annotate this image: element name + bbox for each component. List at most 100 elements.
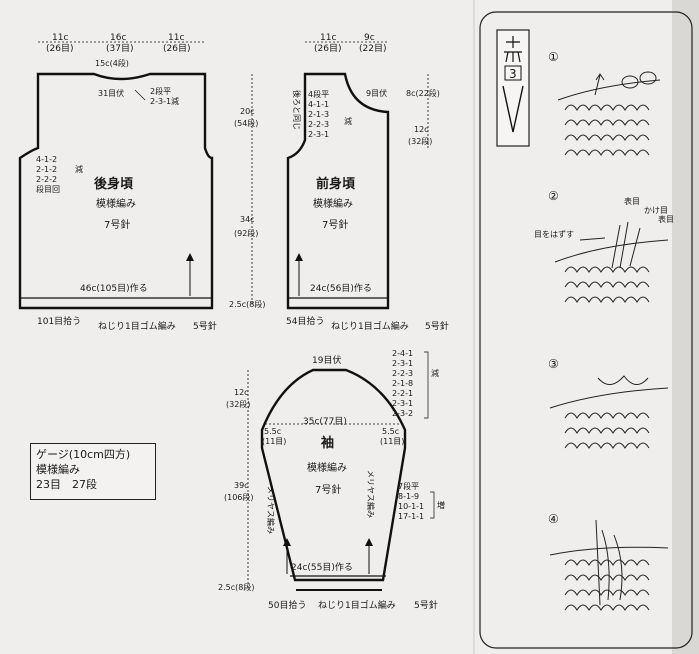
- front-outline: [286, 72, 390, 310]
- sleeve-inc-2: 8-1-9: [398, 492, 419, 501]
- back-arm-note: 段目回: [36, 184, 60, 194]
- gauge-box: ゲージ(10cm四方) 模様編み 23目 27段: [30, 443, 156, 500]
- back-outline: [18, 72, 214, 310]
- sleeve-needle: 7号針: [315, 483, 341, 496]
- step-1-number: ①: [548, 50, 559, 64]
- front-needle: 7号針: [322, 218, 348, 231]
- sleeve-cast-on: 24c(55目)作る: [291, 561, 353, 573]
- gauge-title: ゲージ(10cm四方): [36, 448, 131, 461]
- gauge-values: 23目 27段: [36, 478, 97, 491]
- sleeve-pattern: 模様編み: [307, 461, 347, 474]
- front-piece: 11c (26目) 9c (22目) 後ろと同じ 4段平 4-1-1 2-1-3…: [286, 33, 449, 332]
- sleeve-cap-dec-7: 2-3-2: [392, 409, 413, 418]
- front-neck-dec-2: 4-1-1: [308, 100, 329, 109]
- front-neck-dec-1: 4段平: [308, 89, 329, 99]
- step-2-label-3: 表目: [658, 214, 674, 224]
- sleeve-side-right-st: (11目): [380, 437, 404, 446]
- sleeve-inc-3: 10-1-1: [398, 502, 424, 511]
- sleeve-cap-dec-suffix: 減: [431, 368, 439, 378]
- front-top-st-2: (22目): [359, 43, 386, 54]
- front-neck-height-1: 8c(22段): [406, 88, 440, 98]
- step-4-illustration-icon: [549, 519, 669, 611]
- front-cast-on: 24c(56目)作る: [310, 282, 372, 294]
- back-neck-bindoff: 31目伏: [98, 88, 124, 98]
- front-top-width-2: 9c: [364, 33, 375, 43]
- sleeve-cap-bracket: [424, 351, 429, 419]
- front-top-width-1: 11c: [320, 33, 336, 43]
- front-neck-height-2: 12c: [414, 125, 429, 134]
- step-3-illustration-icon: [549, 375, 669, 449]
- step-3-number: ③: [548, 357, 559, 371]
- sleeve-inc-4: 17-1-1: [398, 512, 424, 521]
- front-arrow-head: [295, 253, 303, 261]
- sleeve-side-pattern-right: メリヤス編み: [366, 470, 376, 518]
- front-ribbing: ねじり1目ゴム編み: [331, 320, 409, 332]
- instructions-frame: [479, 11, 693, 649]
- step-2-label-2: かけ目: [644, 206, 668, 215]
- sleeve-cap-dec-4: 2-1-8: [392, 379, 413, 388]
- sleeve-cap-dec-1: 2-4-1: [392, 349, 413, 358]
- front-pickup: 54目拾う: [286, 315, 324, 327]
- sleeve-outline: [260, 368, 407, 582]
- front-neck-dec-5: 2-3-1: [308, 130, 329, 139]
- sleeve-title: 袖: [321, 435, 334, 451]
- back-height-1: 20c: [240, 107, 255, 116]
- sleeve-pickup: 50目拾う: [268, 599, 306, 611]
- symbol-key-box: [496, 29, 530, 147]
- sleeve-body-height: 39c: [234, 481, 249, 490]
- step-2-illustration-icon: [554, 221, 669, 303]
- back-top-width-2: 16c: [110, 33, 126, 43]
- step-1-illustration-icon: [557, 71, 661, 156]
- step-4-number: ④: [548, 512, 559, 526]
- sleeve-width: 35c(77目): [303, 416, 347, 427]
- sleeve-left-arrow-head: [283, 538, 291, 546]
- back-piece: 11c (26目) 16c (37目) 11c (26目) 15c(4段) 31…: [18, 33, 265, 332]
- sleeve-ribbing-needle: 5号針: [414, 599, 438, 611]
- sleeve-right-arrow-head: [365, 538, 373, 546]
- sleeve-cap-dec-2: 2-3-1: [392, 359, 413, 368]
- sleeve-cap-dec-5: 2-2-1: [392, 389, 413, 398]
- sleeve-side-left-st: (11目): [262, 437, 286, 446]
- front-neck-height-2-rows: (32段): [408, 136, 432, 146]
- sleeve-cap-dec-3: 2-2-3: [392, 369, 413, 378]
- sleeve-side-pattern-left: メリヤス編み: [266, 486, 276, 534]
- back-ribbing-height: 2.5c(8段): [229, 299, 265, 309]
- step-2-number: ②: [548, 189, 559, 203]
- sleeve-cap-dec-6: 2-3-1: [392, 399, 413, 408]
- back-neck-dec-1: 2段平: [150, 86, 171, 96]
- sleeve-inc-suffix: 増: [437, 500, 445, 510]
- front-neck-bindoff: 9目伏: [366, 88, 387, 98]
- back-arm-dec-suffix: 減: [75, 164, 83, 174]
- front-top-st-1: (26目): [314, 43, 341, 54]
- sleeve-cap-height: 12c: [234, 388, 249, 397]
- sleeve-body-rows: (106段): [224, 492, 254, 502]
- back-ribbing: ねじり1目ゴム編み: [98, 320, 176, 332]
- back-height-2: 34c: [240, 215, 255, 224]
- front-pattern: 模様編み: [313, 197, 353, 210]
- front-ribbing-needle: 5号針: [425, 320, 449, 332]
- back-arm-dec-2: 2-1-2: [36, 165, 57, 174]
- gauge-pattern: 模様編み: [36, 463, 80, 476]
- symbol-key-number: 3: [509, 67, 517, 81]
- back-arm-dec-1: 4-1-2: [36, 155, 57, 164]
- sleeve-ribbing: ねじり1目ゴム編み: [318, 599, 396, 611]
- page-edge: [672, 0, 699, 654]
- front-neck-dec-4: 2-2-3: [308, 120, 329, 129]
- back-height-1-rows: (54段): [234, 118, 258, 128]
- symbol-key-glyph-icon: [504, 36, 522, 63]
- back-arrow-head: [186, 253, 194, 261]
- symbol-key-v-icon: [502, 85, 524, 133]
- back-cast-on: 46c(105目)作る: [80, 282, 148, 294]
- back-neck-dec-2: 2-3-1減: [150, 96, 179, 106]
- step-2-label-4: 目をはずす: [534, 229, 574, 239]
- step-2-label-1: 表目: [624, 196, 640, 206]
- stitch-instructions-panel: 3 ① ② 表目 かけ目 表目 目をはずす ③: [479, 11, 693, 649]
- sleeve-side-left: 5.5c: [264, 427, 281, 436]
- symbol-key-number-box: [504, 65, 522, 81]
- sleeve-inc-bracket: [430, 491, 435, 519]
- front-title: 前身頃: [316, 176, 356, 192]
- back-arm-dec-3: 2-2-2: [36, 175, 57, 184]
- back-height-2-rows: (92段): [234, 228, 258, 238]
